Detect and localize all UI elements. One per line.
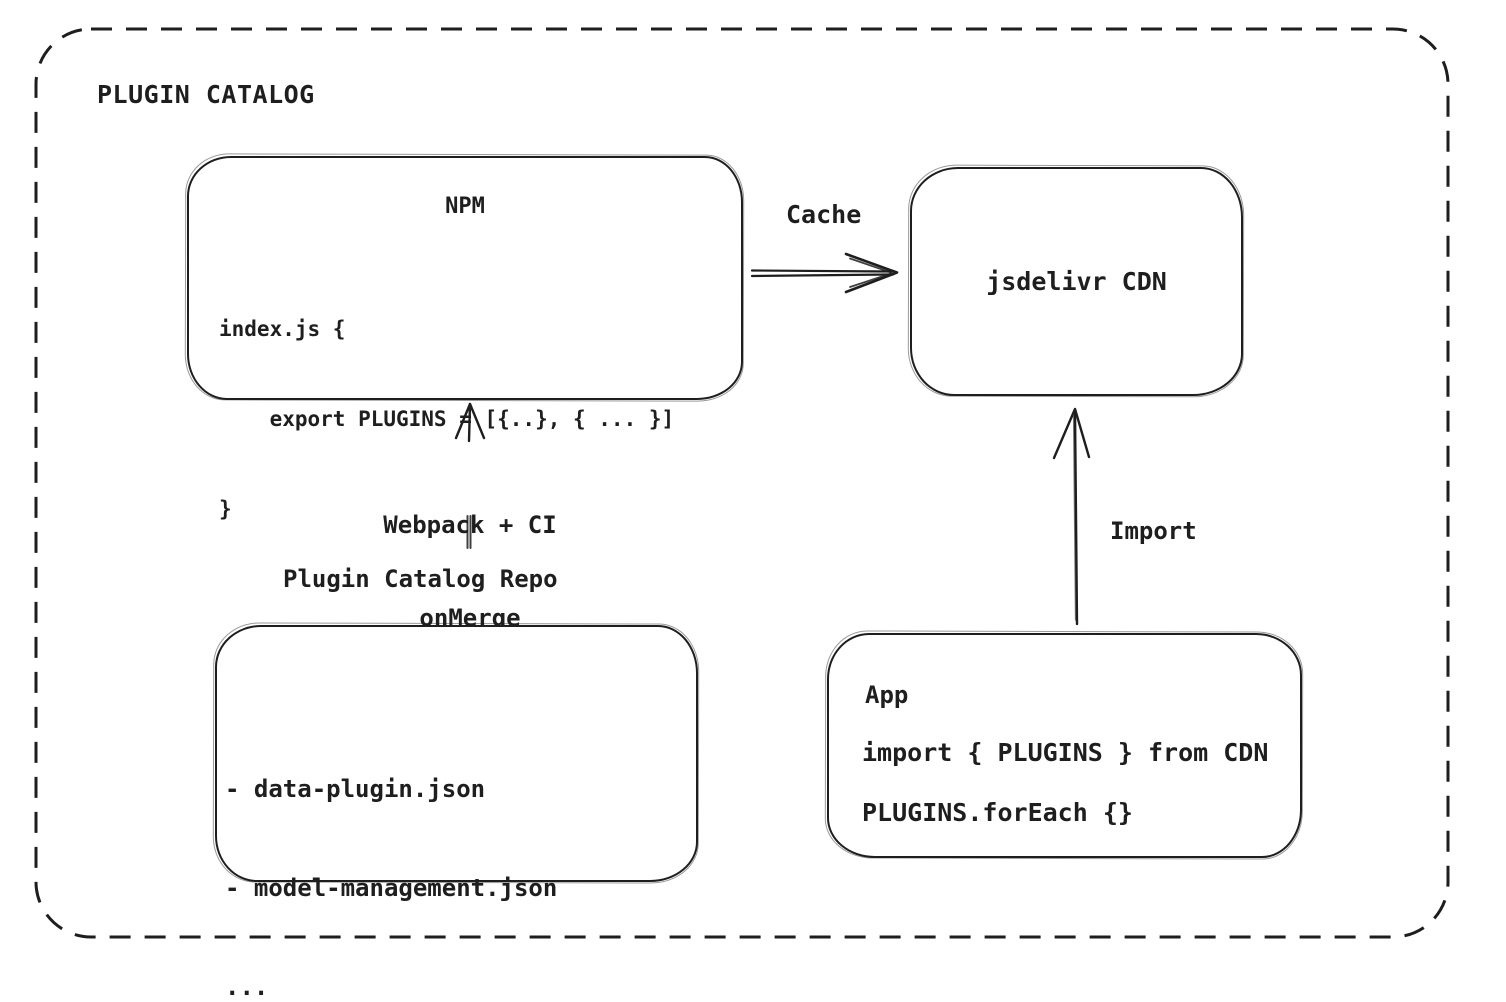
npm-code-line: index.js {: [219, 317, 346, 341]
cache-edge-label: Cache: [786, 200, 862, 229]
cdn-node-title: jsdelivr CDN: [986, 267, 1167, 296]
catalog-title: PLUGIN CATALOG: [97, 80, 315, 109]
npm-code-block: index.js { export PLUGINS = [{..}, { ...…: [219, 254, 674, 584]
repo-file-list: - data-plugin.json - model-management.js…: [225, 707, 557, 1002]
app-node: App import { PLUGINS } from CDN PLUGINS.…: [827, 633, 1302, 858]
cdn-node: jsdelivr CDN: [910, 167, 1243, 396]
repo-file-item: - model-management.json: [225, 874, 558, 902]
cache-arrow: [750, 252, 899, 294]
app-node-title: App: [865, 681, 909, 709]
npm-node: NPM index.js { export PLUGINS = [{..}, {…: [187, 156, 743, 521]
import-edge-label: Import: [1110, 517, 1197, 545]
npm-code-line: export PLUGINS = [{..}, { ... }]: [219, 407, 675, 431]
npm-node-title: NPM: [445, 194, 485, 219]
app-code-line: PLUGINS.forEach {}: [862, 798, 1133, 827]
repo-file-item: ...: [225, 973, 269, 1001]
app-code-line: import { PLUGINS } from CDN: [862, 738, 1269, 767]
webpack-edge-label-line1: Webpack + CI: [383, 511, 557, 539]
import-arrow: [1052, 407, 1091, 626]
repo-node: - data-plugin.json - model-management.js…: [215, 625, 698, 1001]
repo-node-label: Plugin Catalog Repo: [283, 565, 558, 593]
repo-file-item: - data-plugin.json: [225, 775, 486, 803]
webpack-edge-label: Webpack + CI onMerge: [320, 448, 620, 696]
npm-code-line: }: [219, 497, 232, 521]
